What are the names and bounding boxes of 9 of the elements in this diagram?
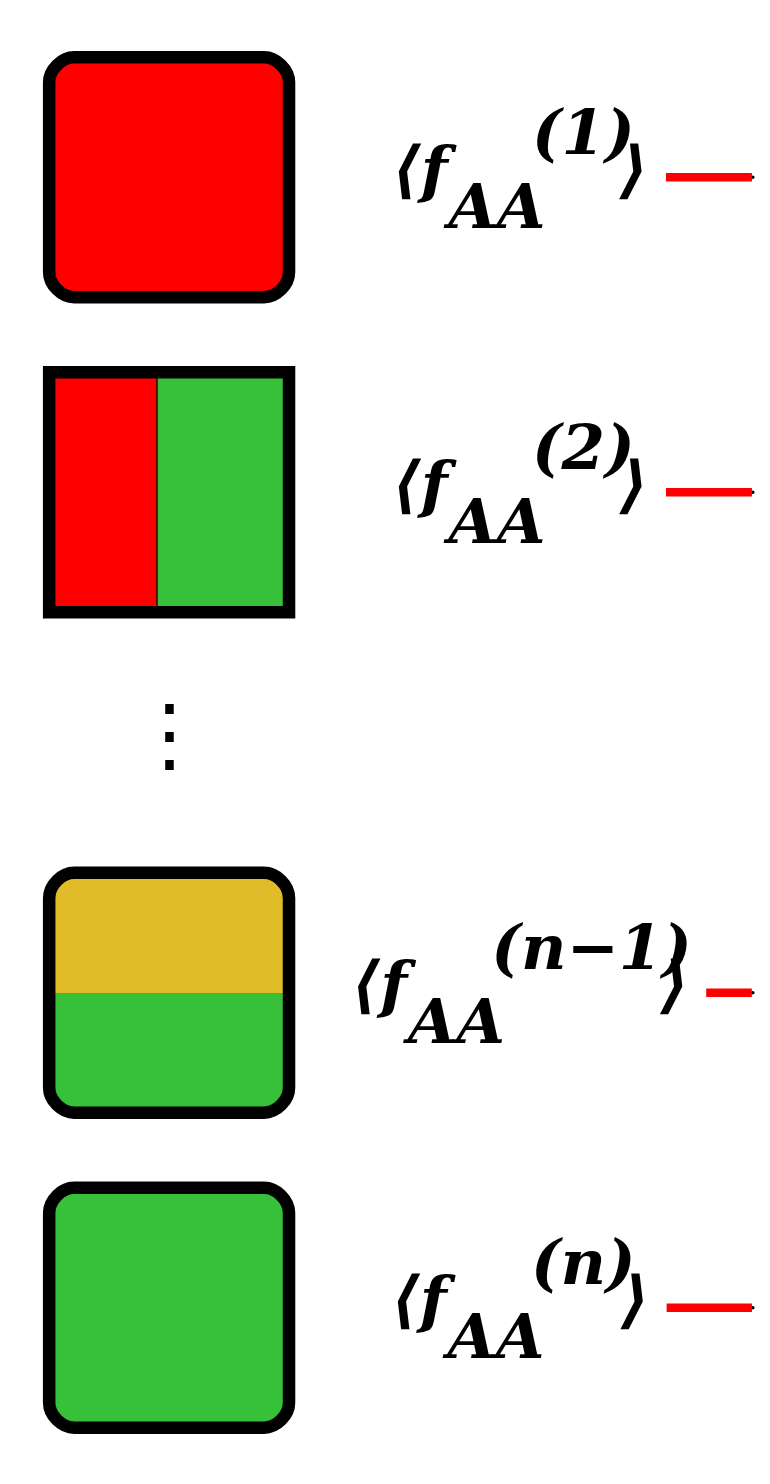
connector <box>666 172 752 181</box>
node-box <box>42 866 296 1119</box>
connector <box>666 1303 752 1312</box>
node-box <box>42 365 296 618</box>
connector <box>706 988 752 997</box>
node-box <box>42 1181 296 1434</box>
node-box <box>42 50 296 303</box>
label: ⋮ <box>127 685 211 783</box>
connector <box>666 487 752 496</box>
